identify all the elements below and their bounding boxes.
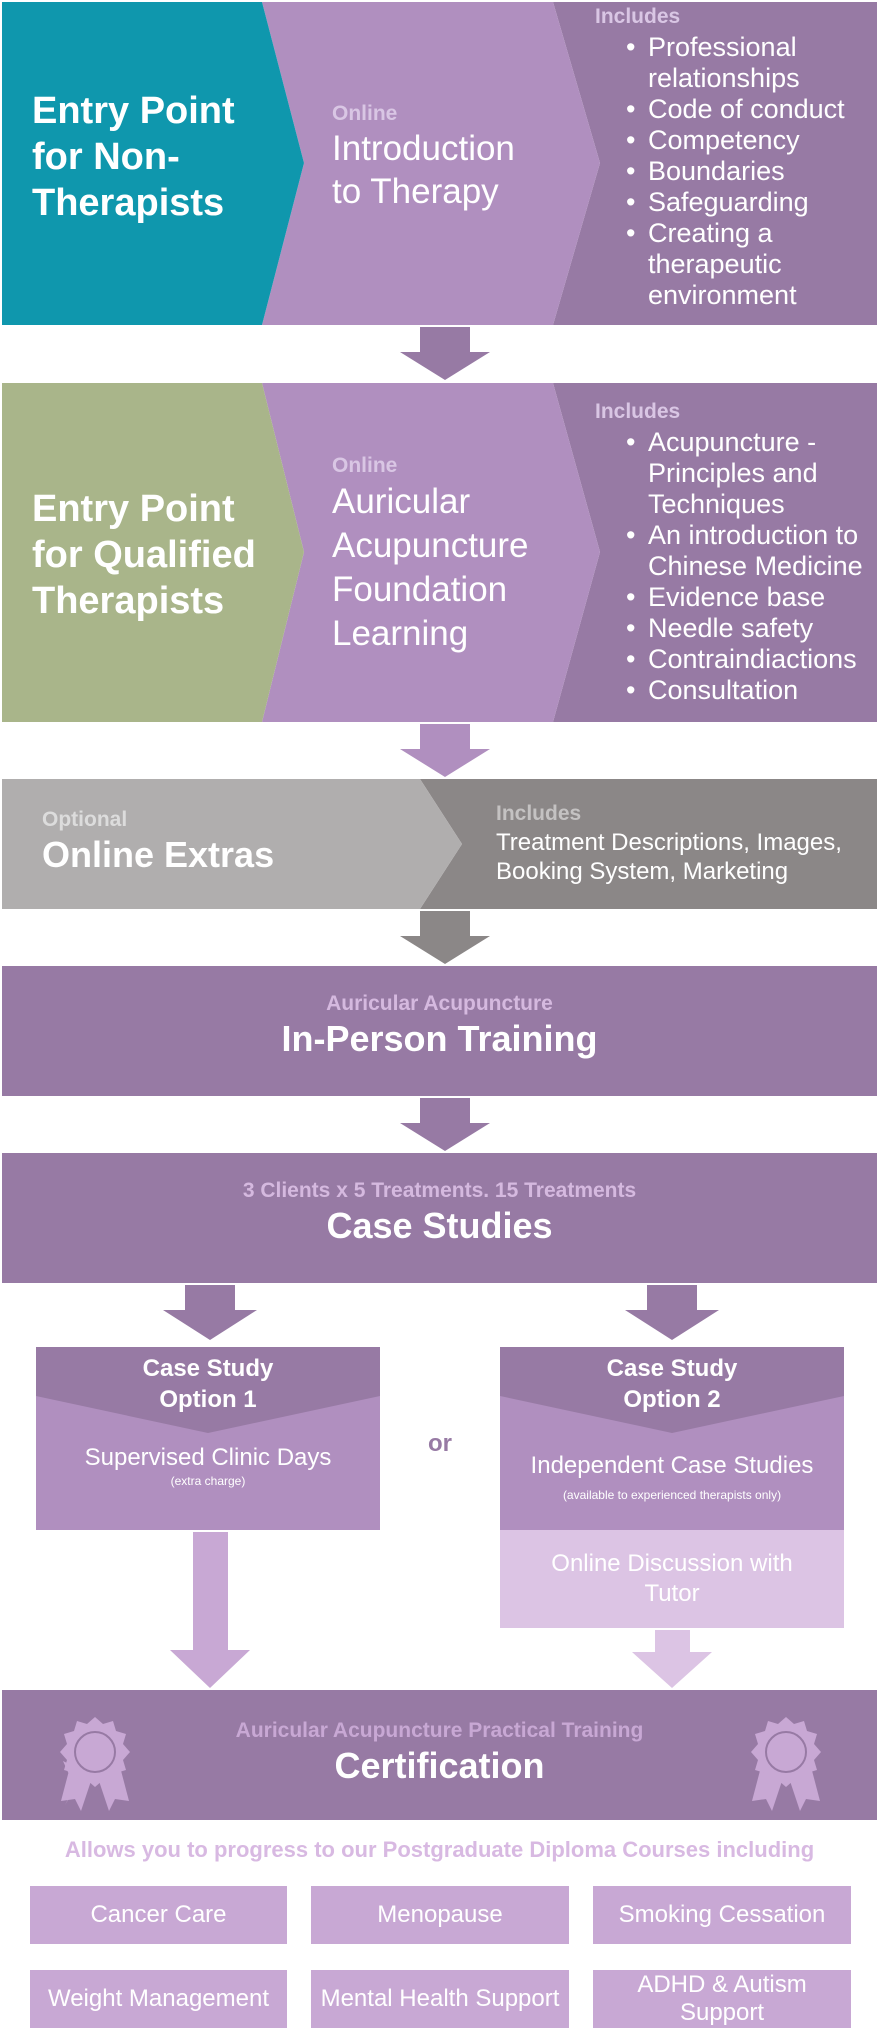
arrow-down-icon	[163, 1285, 257, 1340]
stage2-entry-chevron	[2, 383, 304, 722]
arrow-down-icon	[632, 1630, 712, 1688]
stage5-subtitle: 3 Clients x 5 Treatments. 15 Treatments	[242, 1179, 637, 1202]
stage1-course-chevron	[262, 2, 600, 325]
stage5-title: Case Studies	[326, 1205, 553, 1246]
list-item: Competency	[622, 125, 877, 156]
list-item: Consultation	[622, 675, 880, 706]
arrow-down-icon	[400, 911, 490, 964]
stage2-course-title: Auricular Acupuncture Foundation Learnin…	[332, 482, 529, 653]
option1-header	[36, 1347, 380, 1433]
stage3-mode: Optional	[42, 808, 128, 831]
option2-title: Case Study Option 2	[606, 1355, 738, 1413]
stage2-includes-list: Acupuncture - Principles and Techniques …	[622, 427, 880, 706]
course-menopause: Menopause	[311, 1886, 569, 1944]
stage3-title: Online Extras	[42, 834, 275, 875]
stage1-entry-chevron	[2, 2, 304, 325]
award-rosette-icon	[751, 1717, 821, 1811]
stage1-includes-list: Professional relationships Code of condu…	[622, 32, 877, 311]
stage1-includes-label: Includes	[595, 5, 681, 28]
course-adhd-autism-support: ADHD & Autism Support	[593, 1970, 851, 2028]
course-weight-management: Weight Management	[30, 1970, 287, 2028]
stage4-title: In-Person Training	[281, 1018, 598, 1059]
arrow-down-icon	[400, 724, 490, 777]
option2-body: Independent Case Studies	[530, 1452, 814, 1479]
list-item: Professional relationships	[622, 32, 877, 94]
stage3-includes-panel	[420, 779, 877, 909]
or-label: or	[428, 1430, 452, 1457]
stage2-mode: Online	[332, 454, 398, 477]
list-item: Safeguarding	[622, 187, 877, 218]
arrow-down-icon	[400, 1098, 490, 1151]
stage2-entry-label: Entry Point for Qualified Therapists	[32, 488, 256, 622]
list-item: Needle safety	[622, 613, 880, 644]
stage2-course-chevron	[262, 383, 600, 722]
award-rosette-icon	[60, 1717, 130, 1811]
course-mental-health-support: Mental Health Support	[311, 1970, 569, 2028]
stage3-extras-chevron	[2, 779, 462, 909]
list-item: Boundaries	[622, 156, 877, 187]
certification-title: Certification	[334, 1745, 545, 1786]
list-item: Creating a therapeutic environment	[622, 218, 877, 311]
stage2-includes-label: Includes	[595, 400, 681, 423]
option1-note: (extra charge)	[170, 1474, 246, 1488]
option1-title: Case Study Option 1	[142, 1355, 274, 1413]
stage4-panel	[2, 966, 877, 1096]
arrow-down-icon	[400, 327, 490, 380]
stage1-mode: Online	[332, 102, 398, 125]
course-smoking-cessation: Smoking Cessation	[593, 1886, 851, 1944]
option2-header	[500, 1347, 844, 1433]
arrow-down-icon	[170, 1532, 250, 1688]
stage3-description: Treatment Descriptions, Images, Booking …	[496, 829, 842, 885]
stage1-course-title: Introduction to Therapy	[332, 129, 515, 211]
option2-extra: Online Discussion with Tutor	[551, 1550, 793, 1607]
list-item: Evidence base	[622, 582, 880, 613]
list-item: Acupuncture - Principles and Techniques	[622, 427, 880, 520]
stage3-includes-label: Includes	[496, 802, 582, 825]
progress-text: Allows you to progress to our Postgradua…	[64, 1837, 815, 1862]
list-item: Code of conduct	[622, 94, 877, 125]
stage5-panel	[2, 1153, 877, 1283]
option2-extra-panel	[500, 1530, 844, 1628]
course-cancer-care: Cancer Care	[30, 1886, 287, 1944]
list-item: An introduction to Chinese Medicine	[622, 520, 880, 582]
arrow-down-icon	[625, 1285, 719, 1340]
stage4-subtitle: Auricular Acupuncture	[326, 992, 553, 1015]
option1-body: Supervised Clinic Days	[84, 1444, 332, 1471]
certification-panel	[2, 1690, 877, 1820]
option2-note: (available to experienced therapists onl…	[562, 1488, 782, 1502]
certification-subtitle: Auricular Acupuncture Practical Training	[235, 1719, 644, 1742]
stage1-entry-label: Entry Point for Non-Therapists	[32, 90, 235, 224]
list-item: Contraindiactions	[622, 644, 880, 675]
